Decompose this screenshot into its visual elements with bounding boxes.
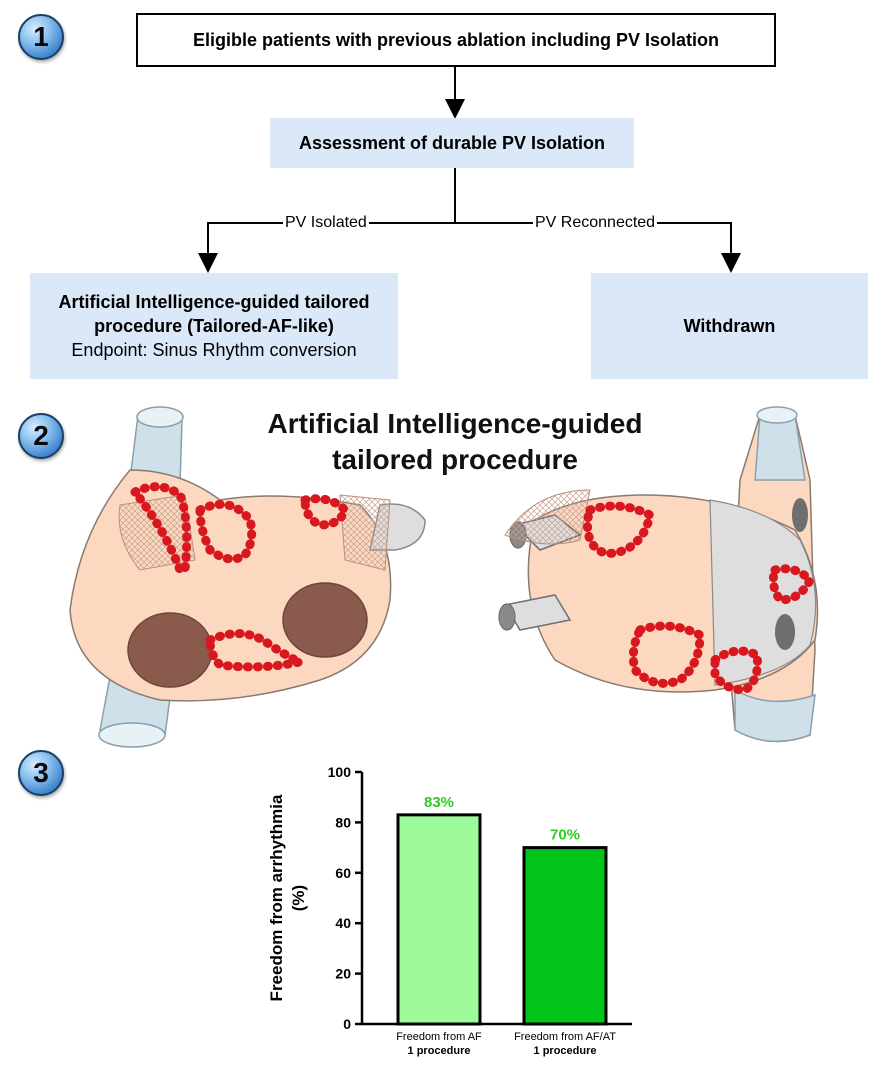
y-tick-label-40: 40 [335, 915, 351, 931]
assessment-box: Assessment of durable PV Isolation [270, 118, 634, 168]
y-tick-label-0: 0 [343, 1016, 351, 1032]
step-2-badge: 2 [18, 413, 64, 459]
y-tick-label-20: 20 [335, 966, 351, 982]
atrium-anterior-illustration [69, 406, 426, 748]
y-axis-label-line-2: (%) [289, 885, 308, 911]
atrium-posterior-illustration [498, 406, 819, 743]
bar-value-label-2: 70% [550, 827, 580, 844]
ablation-lesions-posterior [583, 501, 816, 695]
y-axis-label-line-1: Freedom from arrhythmia [267, 794, 286, 1001]
step-3-badge: 3 [18, 750, 64, 796]
mesh-region-right [339, 494, 391, 571]
bar-1 [396, 813, 482, 1026]
tailored-procedure-box: Artificial Intelligence-guided tailored … [30, 273, 398, 379]
y-tick-label-60: 60 [335, 865, 351, 881]
ablation-lesions-anterior [127, 482, 351, 672]
eligible-patients-box: Eligible patients with previous ablation… [136, 13, 776, 67]
x-category-label-1-line-2: 1 procedure [408, 1045, 471, 1057]
withdrawn-box: Withdrawn [591, 273, 868, 379]
bar-2 [522, 846, 608, 1026]
pv-isolated-label: PV Isolated [283, 214, 369, 232]
x-category-label-2-line-1: Freedom from AF/AT [514, 1031, 616, 1043]
section-2-title-line-2: tailored procedure [332, 444, 578, 475]
section-2-title: Artificial Intelligence-guided tailored … [195, 406, 715, 478]
y-tick-label-80: 80 [335, 814, 351, 830]
ostium-left [127, 612, 213, 688]
tailored-endpoint: Endpoint: Sinus Rhythm conversion [71, 340, 357, 360]
ostium-right [282, 582, 368, 658]
section-2-title-line-1: Artificial Intelligence-guided [267, 408, 643, 439]
bar-value-label-1: 83% [424, 794, 454, 811]
x-category-label-2-line-2: 1 procedure [534, 1045, 597, 1057]
withdrawn-text: Withdrawn [683, 315, 776, 336]
pv-reconnected-label: PV Reconnected [533, 214, 658, 232]
y-tick-label-100: 100 [328, 764, 352, 780]
x-category-label-1-line-1: Freedom from AF [396, 1031, 482, 1043]
tailored-line-1: Artificial Intelligence-guided tailored [58, 292, 370, 312]
step-1-badge: 1 [18, 14, 64, 60]
eligible-patients-text: Eligible patients with previous ablation… [192, 29, 720, 50]
assessment-text: Assessment of durable PV Isolation [298, 132, 606, 153]
tailored-line-2: procedure (Tailored-AF-like) [94, 316, 334, 336]
